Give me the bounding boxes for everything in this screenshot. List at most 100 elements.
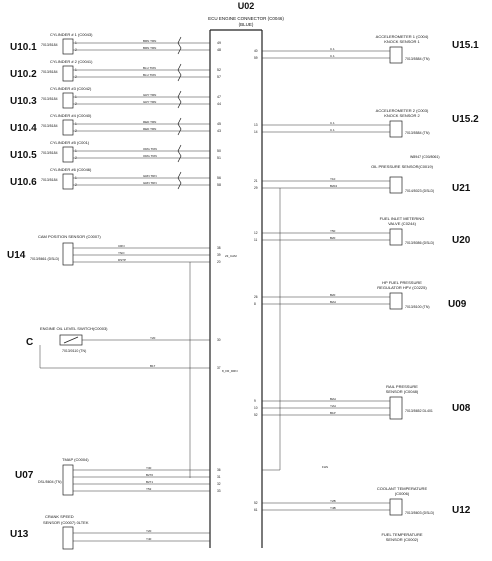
- component-note: W8947 (C00/8061): [410, 155, 440, 159]
- ecu-pin: 36: [217, 468, 221, 472]
- connector-box: [62, 173, 74, 190]
- wire-code: Y40: [146, 537, 152, 541]
- ecu-pin: 52: [254, 413, 258, 417]
- component-code: U10.4: [10, 123, 37, 134]
- wire-code: Y4B: [330, 506, 336, 510]
- component-name: SENSOR (C0002): [386, 537, 419, 542]
- ecu-pin: 39: [217, 253, 221, 257]
- ecu-pin: 12: [254, 231, 258, 235]
- component-code: C: [26, 337, 33, 348]
- ecu-pin: 20: [217, 260, 221, 264]
- component-name: (C0006): [395, 491, 410, 496]
- part-number: 7014/5023 (DSLD): [405, 189, 434, 193]
- part-number: 7013/5100 (TN): [405, 305, 430, 309]
- ecu-pin: 13: [254, 123, 258, 127]
- connector-box: [62, 146, 74, 163]
- connector-box: [389, 396, 403, 420]
- break-mark: [177, 90, 182, 109]
- break-mark: [177, 36, 182, 55]
- ecu-pin: 52: [254, 501, 258, 505]
- component-code: U10.6: [10, 177, 37, 188]
- component-name: FUEL TEMPERATURE: [381, 532, 422, 537]
- part-number: 7013/5184: [41, 124, 58, 128]
- component-name: CYLINDER #4 (C0040): [50, 113, 92, 118]
- part-number: 7013/5584 (TN): [405, 131, 430, 135]
- ecu-pin: 44: [217, 102, 221, 106]
- ecu-pin: 8: [254, 302, 256, 306]
- ecu-pin: 49: [217, 41, 221, 45]
- component-code: U15.2: [452, 114, 479, 125]
- oil-level-switch: ENGINE OIL LEVEL SWITCH(C0003)C7013/0110…: [26, 326, 238, 373]
- feed-wire-code: FHS: [322, 465, 328, 469]
- part-number: 7013/5184: [41, 70, 58, 74]
- connector-box: [389, 46, 403, 64]
- ecu-pin: 50: [217, 149, 221, 153]
- component-name: CYLINDER #3 (C0042): [50, 86, 92, 91]
- switch-blade: [63, 336, 79, 344]
- ecu-pin: 37: [217, 366, 221, 370]
- ecu-pin: 14: [254, 130, 258, 134]
- wire-code: DSTP: [118, 258, 126, 262]
- wire-code: C.1: [330, 47, 335, 51]
- ecu-pin: 11: [254, 238, 258, 242]
- component-code: U10.5: [10, 150, 37, 161]
- wire-code: B17: [150, 364, 156, 368]
- wire-code: RED TRN: [143, 127, 156, 131]
- ecu-pin: 61: [254, 508, 258, 512]
- ecu-title: ECU ENGINE CONNECTOR (C0046): [208, 16, 284, 21]
- ecu-pin: 21: [254, 179, 258, 183]
- ecu-pin: 33: [217, 489, 221, 493]
- wire-code: CRN: [118, 244, 125, 248]
- component-name: HP FUEL PRESSURE: [382, 280, 422, 285]
- connector-box: [62, 464, 74, 496]
- break-mark: [177, 171, 182, 190]
- component-name: KNOCK SENSOR 2: [384, 113, 420, 118]
- wire-code: BLU TRN: [143, 73, 156, 77]
- component-name: SENSOR (C0048): [386, 389, 419, 394]
- component-code: U08: [452, 403, 471, 414]
- ecu-pin: 57: [217, 75, 221, 79]
- ecu-code: U02: [238, 1, 255, 11]
- wire-code: B20: [330, 236, 336, 240]
- wire-code: B270: [146, 473, 153, 477]
- connector-box: [389, 120, 403, 138]
- component-name: VALVE (C0244): [388, 221, 417, 226]
- ecu-pin: 45: [217, 122, 221, 126]
- ecu-pin: 29: [254, 186, 258, 190]
- part-number: 7013/5652 DL401: [405, 409, 433, 413]
- connector-box: [62, 242, 74, 266]
- connector-box: [62, 92, 74, 109]
- connector-box: [389, 498, 403, 516]
- ecu-pin: 26: [254, 295, 258, 299]
- component-name: ACCELEROMETER 2 (C003): [376, 108, 429, 113]
- component-name: OIL PRESSURE SENSOR(C0019): [371, 164, 434, 169]
- part-number: 7013/5184: [41, 43, 58, 47]
- component-code: U10.1: [10, 42, 37, 53]
- component-name: CYLINDER #5 (C001): [50, 140, 90, 145]
- ecu-pin: 40: [254, 49, 258, 53]
- part-number: 7013/0110 (TN): [62, 349, 86, 353]
- wire-code: BRN TRN: [143, 39, 156, 43]
- part-number: DSL/5604 (TN): [38, 480, 62, 484]
- wire-code: Y30: [146, 466, 152, 470]
- wire-code: C.1: [330, 128, 335, 132]
- component-name: CRANK SPEED: [45, 514, 74, 519]
- cam-pin-label: 23_CAM: [225, 254, 237, 258]
- ecu-pin: 30: [217, 338, 221, 342]
- wire-code: Y52: [146, 487, 152, 491]
- part-number: 7013/5086 (DSLD): [405, 241, 434, 245]
- ecu-pin: 31: [217, 475, 221, 479]
- ecu-pin: 32: [217, 482, 221, 486]
- wire-code: ORG TRN: [143, 154, 157, 158]
